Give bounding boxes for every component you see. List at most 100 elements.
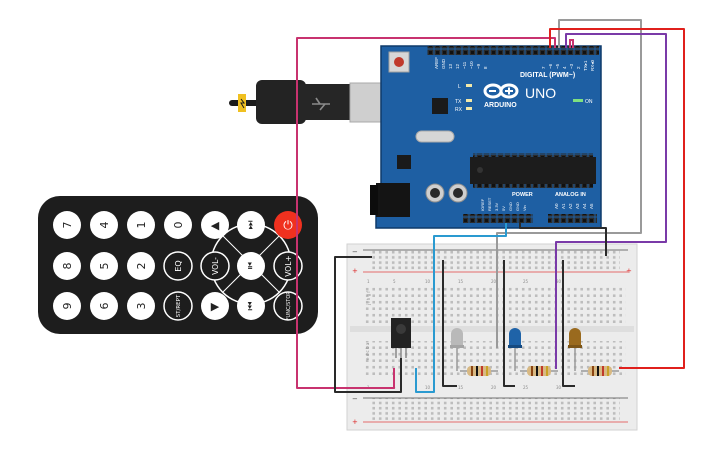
svg-text:6: 6 bbox=[98, 303, 111, 310]
svg-text:RX◂0: RX◂0 bbox=[590, 59, 595, 71]
remote-button-eq[interactable]: EQ bbox=[163, 251, 193, 281]
svg-text:A3: A3 bbox=[575, 203, 580, 209]
wire-black-led1 bbox=[442, 260, 457, 387]
remote-button-next[interactable]: ▶ bbox=[201, 292, 229, 320]
svg-text:GND: GND bbox=[441, 58, 446, 69]
svg-text:Vin: Vin bbox=[522, 205, 527, 211]
rail-minus-top: − bbox=[352, 248, 358, 256]
power-header-label: POWER bbox=[512, 192, 533, 198]
tx-led-label: TX bbox=[455, 99, 462, 105]
svg-text:GND: GND bbox=[508, 202, 513, 211]
svg-text:10: 10 bbox=[425, 385, 431, 390]
remote-button-play-pause[interactable]: ⏯ bbox=[237, 252, 265, 280]
svg-text:A4: A4 bbox=[582, 203, 587, 209]
right-arrow-icon: ▶ bbox=[211, 300, 220, 313]
wire-black-left bbox=[334, 256, 402, 393]
svg-text:4: 4 bbox=[98, 222, 111, 229]
svg-text:A1: A1 bbox=[561, 203, 566, 209]
svg-text:12: 12 bbox=[455, 63, 460, 69]
wire-red bbox=[549, 28, 685, 369]
svg-text:GND: GND bbox=[515, 202, 520, 211]
wire-gray bbox=[496, 19, 642, 348]
rail-plus-top: + bbox=[352, 267, 358, 275]
remote-button-5[interactable]: 5 bbox=[90, 252, 118, 280]
resistor-2 bbox=[520, 366, 558, 376]
svg-text:8: 8 bbox=[483, 66, 488, 69]
row-letters-top: j i h g f bbox=[366, 291, 371, 306]
led-white bbox=[450, 328, 464, 348]
wire-black-gnd bbox=[519, 223, 607, 256]
svg-text:EQ: EQ bbox=[174, 260, 183, 271]
svg-text:2: 2 bbox=[576, 66, 581, 69]
svg-text:A2: A2 bbox=[568, 203, 573, 209]
mcu-chip bbox=[470, 157, 596, 184]
resistor-3 bbox=[581, 366, 619, 376]
svg-text:1: 1 bbox=[135, 222, 148, 229]
remote-button-9[interactable]: 9 bbox=[53, 292, 81, 320]
crystal bbox=[415, 130, 455, 143]
rail-plus-bottom: + bbox=[352, 418, 358, 426]
svg-text:~9: ~9 bbox=[476, 63, 481, 69]
resistor-1 bbox=[460, 366, 498, 376]
analog-header bbox=[548, 214, 597, 223]
svg-text:RESET: RESET bbox=[487, 197, 492, 211]
remote-button-skip-down[interactable]: ⏭ bbox=[237, 292, 265, 320]
svg-text:5: 5 bbox=[393, 279, 396, 284]
column-numbers: 1 5 10 15 20 25 30 1 5 10 15 20 25 30 bbox=[367, 279, 562, 390]
remote-button-0[interactable]: 0 bbox=[164, 211, 192, 239]
remote-button-vol-up[interactable]: VOL+ bbox=[273, 251, 303, 281]
remote-button-1[interactable]: 1 bbox=[127, 211, 155, 239]
svg-text:13: 13 bbox=[448, 63, 453, 69]
svg-text:A5: A5 bbox=[589, 203, 594, 209]
remote-button-skip-up[interactable]: ⏮ bbox=[237, 211, 265, 239]
wire-purple bbox=[555, 33, 667, 369]
remote-buttons: 7 4 1 0 ◀ ⏮ ⏻ 8 5 2 EQ VOL- ⏯ VOL+ 9 6 3… bbox=[53, 211, 303, 321]
rail-plus-top-right: + bbox=[626, 267, 632, 275]
remote-button-7[interactable]: 7 bbox=[53, 211, 81, 239]
remote-button-3[interactable]: 3 bbox=[127, 292, 155, 320]
ir-receiver bbox=[391, 318, 411, 358]
svg-text:30: 30 bbox=[556, 279, 562, 284]
power-pin-labels: IOREF RESET 3.3V 5V GND GND Vin bbox=[480, 197, 527, 211]
svg-text:VOL+: VOL+ bbox=[284, 255, 293, 276]
remote-button-8[interactable]: 8 bbox=[53, 252, 81, 280]
remote-button-2[interactable]: 2 bbox=[127, 252, 155, 280]
svg-text:~10: ~10 bbox=[469, 61, 474, 69]
usb-symbol-icon bbox=[312, 97, 330, 111]
svg-text:2: 2 bbox=[135, 263, 148, 270]
usb-cable bbox=[229, 80, 407, 124]
remote-button-vol-down[interactable]: VOL- bbox=[200, 251, 230, 281]
svg-text:25: 25 bbox=[523, 279, 529, 284]
remote-button-func-stop[interactable]: FUNC/STOP bbox=[273, 291, 303, 321]
model-label: UNO bbox=[525, 85, 556, 101]
svg-text:5V: 5V bbox=[501, 206, 506, 211]
power-button-face bbox=[274, 211, 302, 239]
remote-button-4[interactable]: 4 bbox=[90, 211, 118, 239]
row-letters-bottom: e d c b a bbox=[365, 342, 370, 360]
remote-button-st-rept[interactable]: ST/REPT bbox=[163, 291, 193, 321]
digital-header bbox=[427, 46, 599, 55]
svg-text:5: 5 bbox=[98, 263, 111, 270]
wire-cyan-5v bbox=[415, 223, 507, 393]
breadboard: − + + − + j i h g f e d c b a 1 5 10 15 … bbox=[346, 243, 638, 431]
rail-minus-bottom: − bbox=[352, 395, 358, 403]
svg-text:10: 10 bbox=[425, 279, 431, 284]
svg-text:4: 4 bbox=[562, 66, 567, 69]
remote-button-6[interactable]: 6 bbox=[90, 292, 118, 320]
svg-text:ST/REPT: ST/REPT bbox=[176, 294, 182, 317]
svg-text:TX▸1: TX▸1 bbox=[583, 60, 588, 71]
arduino-uno: DIGITAL (PWM~) AREF GND 13 12 ~11 ~10 ~9… bbox=[370, 45, 602, 229]
svg-text:FUNC/STOP: FUNC/STOP bbox=[286, 292, 292, 321]
svg-text:IOREF: IOREF bbox=[480, 198, 485, 211]
analog-pin-labels: A0 A1 A2 A3 A4 A5 bbox=[554, 203, 594, 209]
remote-button-prev[interactable]: ◀ bbox=[201, 211, 229, 239]
remote-button-power[interactable]: ⏻ bbox=[274, 211, 302, 239]
skip-up-icon: ⏮ bbox=[244, 221, 255, 230]
left-arrow-icon: ◀ bbox=[211, 219, 220, 232]
led-blue bbox=[508, 328, 522, 348]
svg-text:8: 8 bbox=[61, 263, 74, 270]
wire-magenta-short bbox=[569, 39, 574, 48]
power-icon: ⏻ bbox=[283, 218, 293, 232]
svg-text:VOL-: VOL- bbox=[211, 257, 220, 275]
svg-text:7: 7 bbox=[541, 66, 546, 69]
